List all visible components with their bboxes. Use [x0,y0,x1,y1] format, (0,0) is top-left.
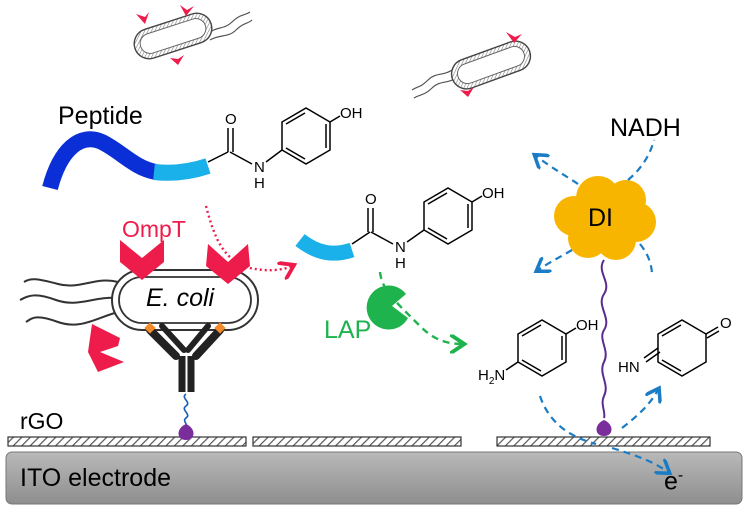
peptide-strand-light [153,158,211,181]
rgo-sheet-2 [252,436,462,447]
lap-arrow [378,271,462,344]
electron-transfer-arrows [538,390,668,472]
ompt-protease-1 [120,240,164,280]
di-enzyme [554,176,656,260]
bacterium-small-1 [133,5,253,65]
ecoli-bacterium [19,269,259,331]
antibody-linker [183,393,189,427]
o-label-1: O [225,111,237,128]
ompt-label: OmpT [122,216,186,242]
n-label-1: N [254,159,265,176]
electron-symbol: e [664,467,678,496]
ompt-protease-2 [206,244,250,284]
fragment-strand [295,233,355,261]
o-label-2: O [365,191,377,208]
di-tether [600,259,608,419]
h-label-1: H [254,175,265,192]
antibody-anchor [178,424,194,440]
h2n-label: H2N [478,368,505,387]
h2n-n: N [494,367,506,384]
electrode-label: ITO electrode [20,464,172,492]
antibody [144,322,226,392]
ecoli-label: E. coli [146,284,215,312]
oh-label-1: OH [340,105,363,122]
hn-label: HN [618,359,640,376]
ompt-protease-3 [88,324,124,372]
di-label: DI [588,204,613,232]
h2n-h: H [478,367,489,384]
n-label-2: N [395,239,406,256]
rgo-label: rGO [20,408,64,434]
rgo-sheet-3 [496,436,711,447]
amide-structure-1 [207,107,341,165]
amide-structure-2 [351,187,483,245]
ito-electrode [5,451,743,505]
di-anchor [596,420,612,436]
bacterium-small-2 [411,32,532,99]
quinone-imine-structure [643,319,720,377]
lap-label: LAP [324,316,372,344]
peptide-strand-dark [42,131,158,191]
lap-enzyme [366,285,408,330]
rgo-sheet-1 [7,436,247,447]
h2n-sub: 2 [488,376,495,387]
oh-label-3: OH [576,317,599,334]
peptide-label: Peptide [58,102,143,130]
nadh-arrows [536,139,656,277]
electron-label: e- [664,468,683,494]
oh-label-2: OH [482,185,505,202]
nadh-label: NADH [610,114,681,142]
o-label-3: O [720,315,732,332]
h-label-2: H [395,255,406,272]
electron-charge: - [677,467,684,484]
aminophenol-structure [505,319,577,377]
ompt-cleavage-arrow [204,205,292,270]
